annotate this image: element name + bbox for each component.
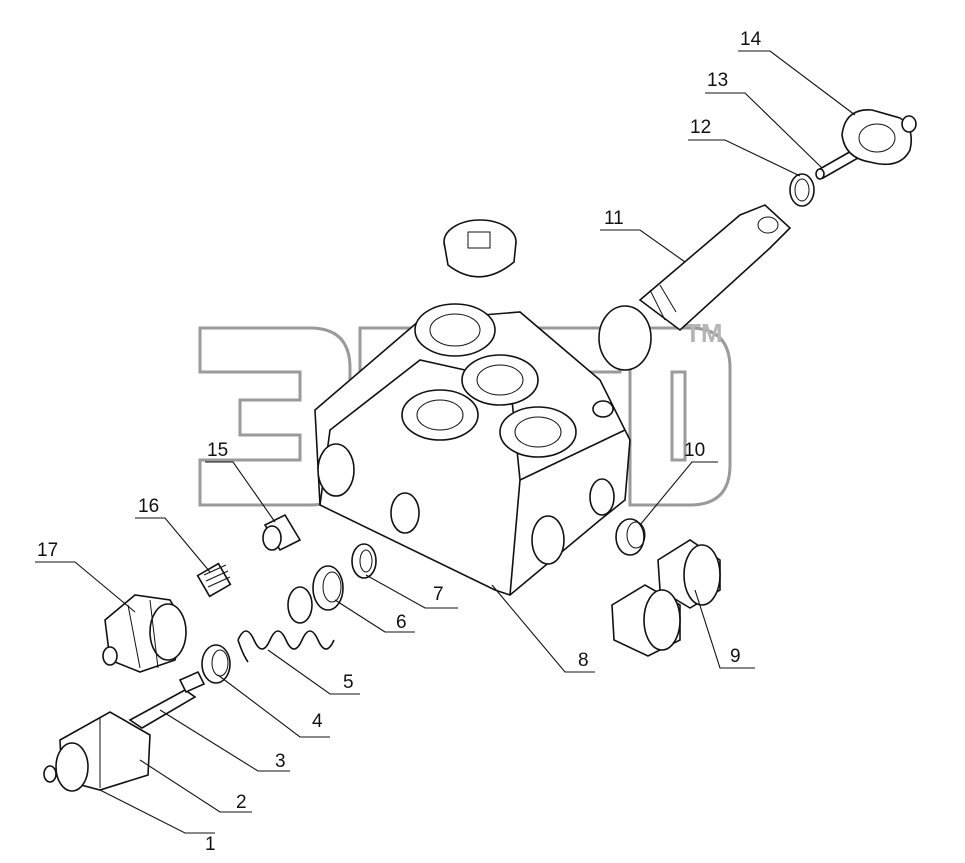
part-6-seal	[312, 565, 344, 611]
part-12-oring	[789, 173, 815, 207]
part-1-cap	[43, 711, 151, 792]
label-2: 2	[236, 792, 247, 813]
label-10: 10	[684, 440, 705, 461]
label-14: 14	[740, 29, 762, 50]
part-15-pin	[262, 513, 302, 552]
label-9: 9	[730, 646, 741, 667]
part-top-plug	[443, 219, 517, 278]
trademark-text: TM	[685, 318, 723, 348]
part-11-lever	[598, 204, 792, 371]
label-11: 11	[604, 208, 624, 229]
label-12: 12	[690, 117, 711, 138]
label-6: 6	[396, 612, 407, 633]
part-9-plugs	[611, 539, 721, 657]
label-17: 17	[37, 540, 58, 561]
part-4-washer	[201, 644, 231, 684]
leader-lines	[35, 50, 856, 834]
label-5: 5	[343, 672, 354, 693]
part-16-spring	[196, 562, 232, 598]
part-3-spool	[128, 670, 206, 729]
label-1: 1	[205, 834, 216, 855]
label-3: 3	[275, 751, 286, 772]
label-7: 7	[433, 584, 444, 605]
label-16: 16	[138, 496, 159, 517]
part-17-nut	[102, 594, 187, 673]
label-13: 13	[707, 70, 728, 91]
part-10-plug	[615, 518, 646, 556]
part-5-spring	[237, 586, 335, 663]
label-8: 8	[578, 650, 589, 671]
label-4: 4	[312, 711, 323, 732]
part-8-valve-body	[314, 303, 631, 596]
part-7-oring	[351, 543, 377, 579]
part-labels: 1 2 3 4 5 6 7 8 9 10 11 12 13 14 15 16 1…	[37, 29, 762, 855]
part-14-bracket	[841, 109, 917, 166]
label-15: 15	[207, 440, 228, 461]
